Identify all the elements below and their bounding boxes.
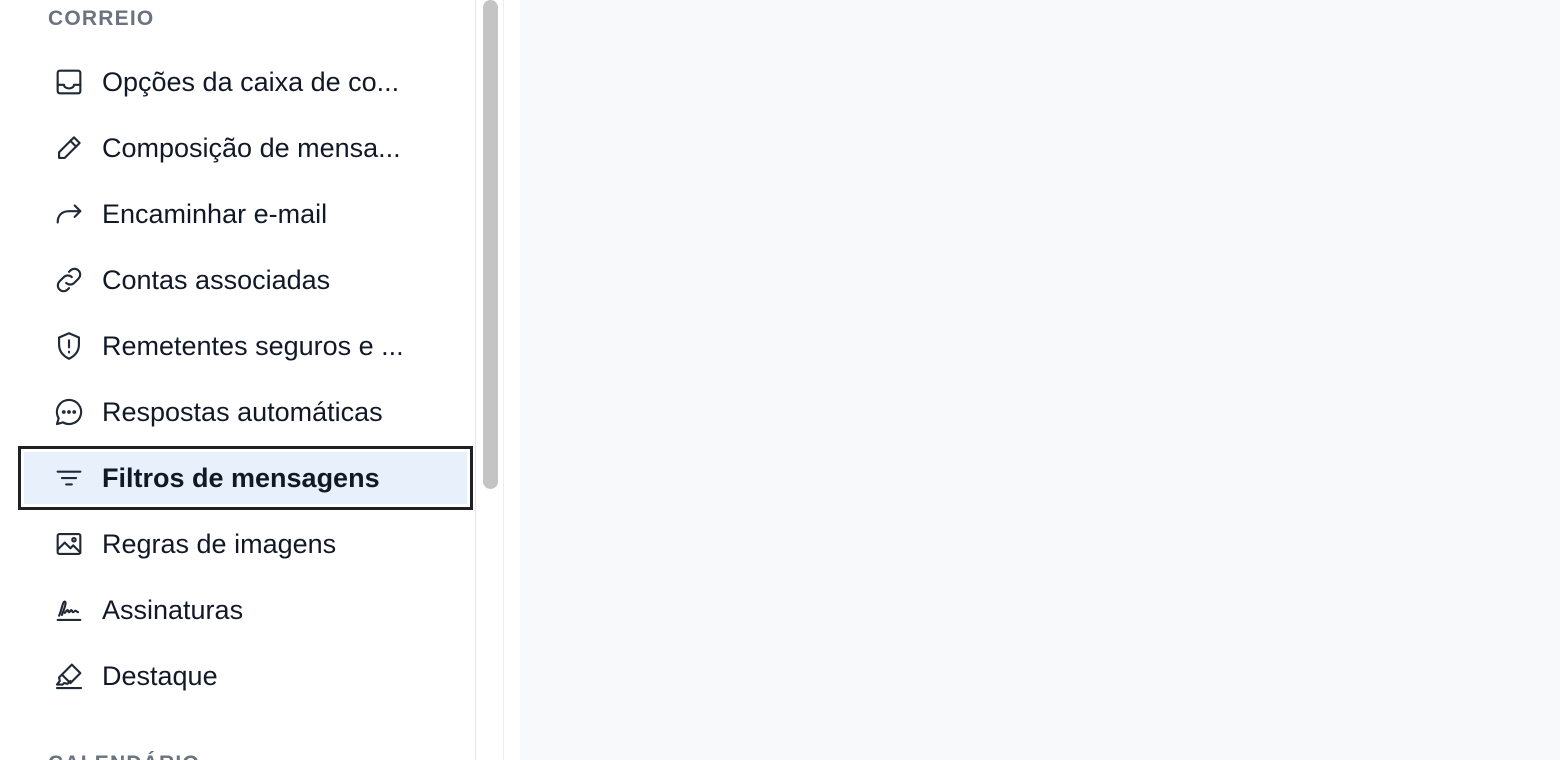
settings-sidebar: CORREIO Opções da caixa de co... Composi… <box>0 0 476 760</box>
sidebar-item-label: Encaminhar e-mail <box>102 198 328 229</box>
sidebar-item-message-filters[interactable]: Filtros de mensagens <box>0 445 475 511</box>
chat-bubble-icon <box>52 395 86 429</box>
sidebar-item-label: Assinaturas <box>102 594 244 625</box>
section-title-calendar: CALENDÁRIO <box>48 752 200 760</box>
link-icon <box>52 263 86 297</box>
highlighter-icon <box>52 659 86 693</box>
sidebar-item-forwarding[interactable]: Encaminhar e-mail <box>0 181 475 247</box>
active-item-highlight <box>24 452 467 504</box>
sidebar-item-label: Opções da caixa de co... <box>102 66 400 97</box>
settings-content-pane <box>520 0 1560 760</box>
sidebar-item-highlight[interactable]: Destaque <box>0 643 475 709</box>
sidebar-item-label: Filtros de mensagens <box>102 462 380 493</box>
image-icon <box>52 527 86 561</box>
signature-icon <box>52 593 86 627</box>
sidebar-item-safe-senders[interactable]: Remetentes seguros e ... <box>0 313 475 379</box>
shield-alert-icon <box>52 329 86 363</box>
filter-icon <box>52 461 86 495</box>
sidebar-item-signatures[interactable]: Assinaturas <box>0 577 475 643</box>
sidebar-item-label: Regras de imagens <box>102 528 337 559</box>
pane-divider <box>504 0 520 760</box>
forward-arrow-icon <box>52 197 86 231</box>
pencil-icon <box>52 131 86 165</box>
sidebar-item-label: Destaque <box>102 660 218 691</box>
sidebar-item-linked-accounts[interactable]: Contas associadas <box>0 247 475 313</box>
sidebar-item-label: Contas associadas <box>102 264 331 295</box>
sidebar-scrollbar[interactable] <box>476 0 504 760</box>
sidebar-item-label: Remetentes seguros e ... <box>102 330 404 361</box>
section-title-mail: CORREIO <box>48 7 155 30</box>
scrollbar-thumb[interactable] <box>483 0 498 489</box>
sidebar-item-label: Respostas automáticas <box>102 396 383 427</box>
inbox-icon <box>52 65 86 99</box>
sidebar-item-auto-replies[interactable]: Respostas automáticas <box>0 379 475 445</box>
sidebar-item-inbox-options[interactable]: Opções da caixa de co... <box>0 49 475 115</box>
sidebar-item-compose[interactable]: Composição de mensa... <box>0 115 475 181</box>
sidebar-item-image-rules[interactable]: Regras de imagens <box>0 511 475 577</box>
mail-settings-nav: Opções da caixa de co... Composição de m… <box>0 49 475 709</box>
sidebar-item-label: Composição de mensa... <box>102 132 401 163</box>
